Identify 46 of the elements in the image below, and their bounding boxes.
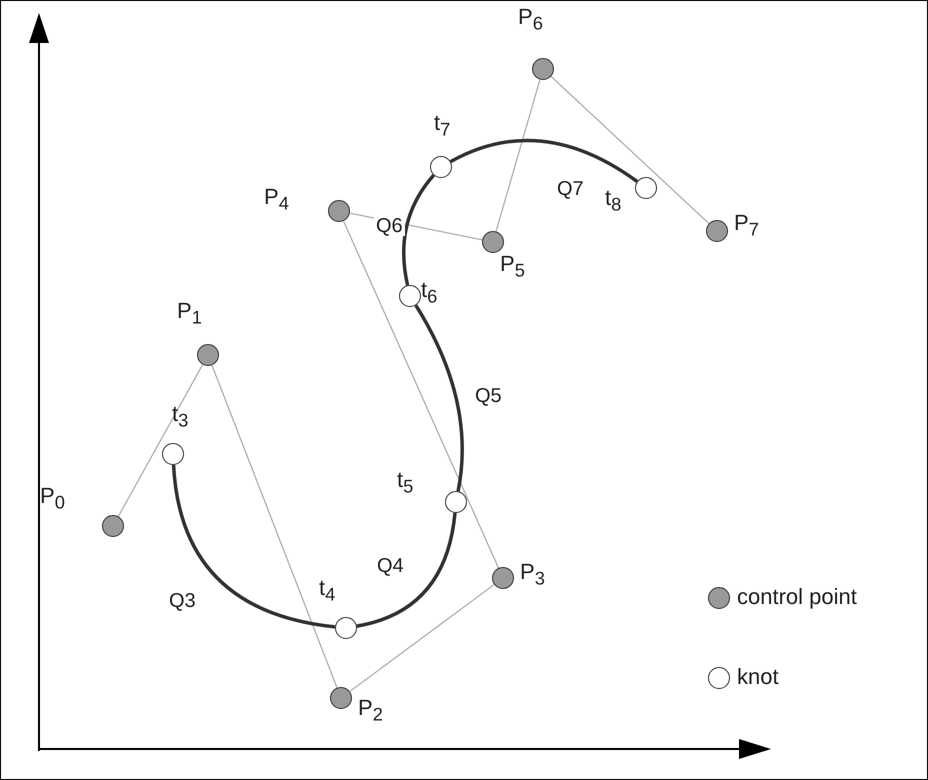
edge-label: Q3 [167, 591, 198, 611]
point-label: P$_{6}$ [518, 6, 543, 33]
legend-label: knot [737, 666, 779, 688]
control-polygon-line [495, 79, 541, 232]
knot-circle [399, 285, 421, 307]
knot-circle [430, 156, 452, 178]
control-polygon-line [342, 220, 500, 568]
point-label: P$_{7}$ [734, 212, 759, 239]
point-label: P$_{5}$ [500, 253, 525, 280]
control-point-circle [492, 567, 514, 589]
control-point-circle [102, 515, 124, 537]
point-label: P$_{2}$ [358, 697, 383, 724]
control-polygon-line [550, 76, 710, 224]
control-point-circle [328, 200, 350, 222]
edge-label: Q4 [375, 556, 406, 576]
edge-label: Q6 [374, 216, 405, 236]
control-point-circle [330, 687, 352, 709]
control-point-circle [482, 231, 504, 253]
knot-circle [335, 617, 357, 639]
control-polygon-line [211, 365, 338, 688]
control-point-circle [197, 344, 219, 366]
point-label: t$_{6}$ [421, 279, 438, 306]
point-label: P$_{1}$ [177, 300, 202, 327]
control-point-circle [706, 220, 728, 242]
point-label: P$_{4}$ [264, 186, 289, 213]
control-point-circle [532, 58, 554, 80]
curve-segment [356, 512, 457, 628]
curve-segment [414, 304, 464, 492]
knot-circle [162, 443, 184, 465]
point-label: P$_{3}$ [520, 561, 545, 588]
curve-segment [172, 464, 336, 629]
control-polygon-line [118, 364, 204, 517]
legend-label: control point [737, 586, 857, 608]
point-label: P$_{0}$ [40, 485, 65, 512]
point-label: t$_{5}$ [397, 469, 414, 496]
point-label: t$_{7}$ [434, 112, 450, 139]
edge-label: Q7 [555, 179, 586, 199]
knot-circle [445, 491, 467, 513]
edge-label: Q5 [473, 386, 504, 406]
curve-segment [450, 138, 638, 183]
knot-circle [635, 177, 657, 199]
point-label: t$_{4}$ [319, 577, 336, 604]
control-polygon-line [349, 584, 495, 692]
point-label: t$_{3}$ [172, 403, 188, 430]
curve-segment [402, 174, 436, 286]
point-label: t$_{8}$ [605, 187, 622, 214]
